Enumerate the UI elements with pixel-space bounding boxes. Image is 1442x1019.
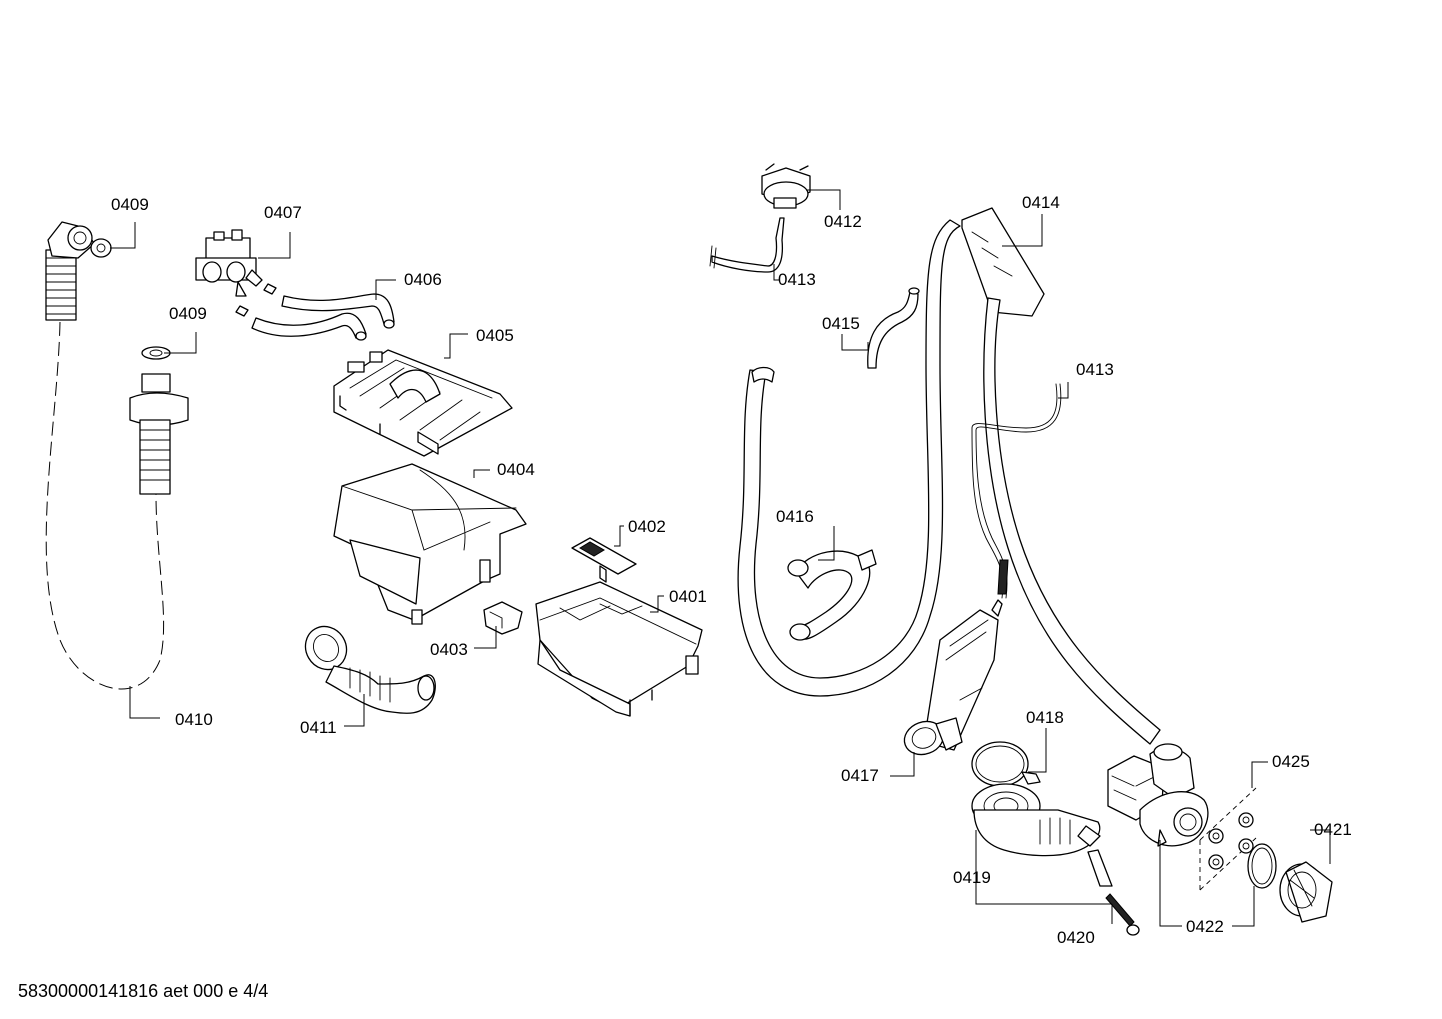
part-0421-filter — [1247, 843, 1333, 923]
part-0412-pressure-switch — [761, 163, 811, 209]
part-pump-housing — [1107, 743, 1209, 847]
label-0415: 0415 — [822, 314, 860, 333]
part-0407-valve — [195, 229, 277, 317]
label-0412: 0412 — [824, 212, 862, 231]
label-0421: 0421 — [1314, 820, 1352, 839]
part-0411-bellows-hose — [304, 625, 436, 714]
label-0413-top: 0413 — [778, 270, 816, 289]
label-0401: 0401 — [669, 587, 707, 606]
label-0402: 0402 — [628, 517, 666, 536]
part-0417-drain-hose — [903, 599, 1003, 756]
leader-lines — [110, 189, 1331, 927]
label-0404: 0404 — [497, 460, 535, 479]
part-0403-clip — [483, 601, 523, 635]
label-0425: 0425 — [1272, 752, 1310, 771]
part-0409-hose-top — [45, 221, 112, 321]
part-0416-bracket — [787, 549, 877, 641]
label-0413-right: 0413 — [1076, 360, 1114, 379]
label-0418: 0418 — [1026, 708, 1064, 727]
label-0416: 0416 — [776, 507, 814, 526]
part-0415-short-hose — [867, 287, 920, 369]
part-0418-clamp — [971, 741, 1041, 787]
label-0406: 0406 — [404, 270, 442, 289]
label-0407: 0407 — [264, 203, 302, 222]
label-0411: 0411 — [300, 718, 337, 737]
part-0425-seals — [1199, 787, 1257, 891]
label-0417: 0417 — [841, 766, 879, 785]
label-0409-b: 0409 — [169, 304, 207, 323]
part-0420-screw — [1105, 893, 1140, 936]
label-0410: 0410 — [175, 710, 213, 729]
label-0403: 0403 — [430, 640, 468, 659]
hose-0410-dashed-path — [45, 321, 165, 690]
part-0419-sump-hose — [971, 783, 1113, 887]
part-0414-main-hose — [737, 207, 1161, 745]
document-footer: 58300000141816 aet 000 e 4/4 — [18, 981, 269, 1001]
label-0420: 0420 — [1057, 928, 1095, 947]
label-0419: 0419 — [953, 868, 991, 887]
label-0405: 0405 — [476, 326, 514, 345]
part-0401-drawer — [535, 581, 703, 717]
part-0413-tube-top — [709, 217, 785, 273]
label-0409-a: 0409 — [111, 195, 149, 214]
label-0414: 0414 — [1022, 193, 1060, 212]
part-0404-drawer-housing — [333, 463, 527, 625]
part-labels: 0409 0407 0406 0409 0405 0404 0402 0401 … — [111, 193, 1352, 947]
part-0402-flap — [571, 537, 637, 583]
label-0422: 0422 — [1186, 917, 1224, 936]
part-0409-hose-bottom — [129, 346, 189, 495]
part-0413-tube-right — [971, 383, 1062, 599]
part-0406-hoses — [251, 293, 395, 341]
part-0405-dispenser-frame — [333, 349, 513, 457]
